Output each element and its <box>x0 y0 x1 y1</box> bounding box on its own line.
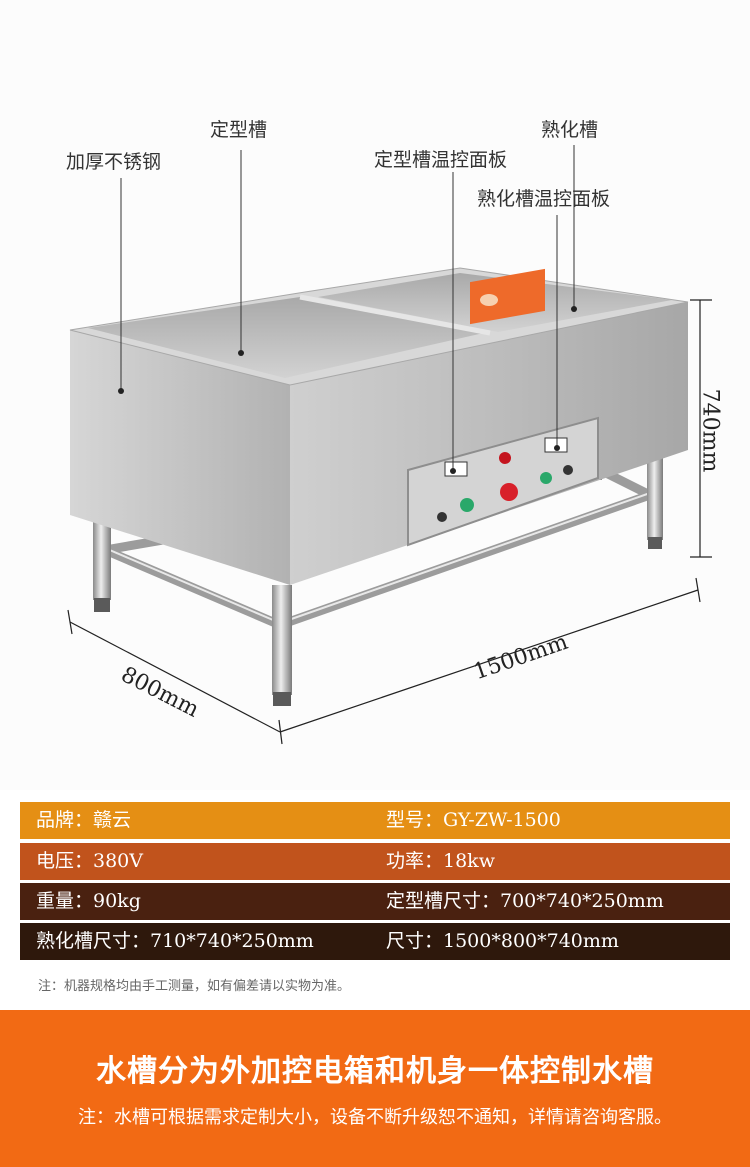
sink-front-side <box>70 330 290 585</box>
brand-logo-plate <box>470 268 545 325</box>
banner-note: 注：水槽可根据需求定制大小，设备不断升级恕不通知，详情请咨询客服。 <box>78 1107 672 1128</box>
power-indicator <box>499 452 511 464</box>
shaping-tank-opening <box>88 297 488 378</box>
label-curing-panel: 熟化槽温控面板 <box>477 188 611 210</box>
sink-right-side <box>290 302 688 585</box>
spec-row: 熟化槽尺寸：710*740*250mm 尺寸：1500*800*740mm <box>20 923 730 960</box>
sink-illustration <box>67 145 712 745</box>
shaping-panel-display <box>444 461 468 477</box>
spec-footnote: 注：机器规格均由手工测量，如有偏差请以实物为准。 <box>38 979 351 994</box>
spec-cell-left: 品牌：赣云 <box>36 809 132 831</box>
spec-cell-right: 型号：GY-ZW-1500 <box>386 809 561 831</box>
spec-row: 重量：90kg 定型槽尺寸：700*740*250mm <box>20 883 730 920</box>
product-image-area: 加厚不锈钢 定型槽 定型槽温控面板 熟化槽 熟化槽温控面板 740mm 1500… <box>66 119 723 745</box>
spec-cell-right: 功率：18kw <box>386 850 495 872</box>
label-shaping-tank: 定型槽 <box>210 119 268 141</box>
spec-row: 电压：380V 功率：18kw <box>20 843 730 880</box>
label-curing-tank: 熟化槽 <box>541 119 599 141</box>
emergency-stop-button <box>500 483 518 501</box>
shaping-panel-knob <box>437 512 447 522</box>
spec-table: 品牌：赣云 型号：GY-ZW-1500 电压：380V 功率：18kw 重量：9… <box>20 802 730 962</box>
spec-cell-left: 重量：90kg <box>36 890 141 912</box>
curing-panel-display <box>544 437 568 453</box>
spec-cell-right: 尺寸：1500*800*740mm <box>386 930 619 952</box>
pointer-lines <box>120 145 575 470</box>
bottom-banner <box>0 1010 750 1167</box>
spec-cell-right: 定型槽尺寸：700*740*250mm <box>386 890 664 912</box>
label-thick-steel: 加厚不锈钢 <box>66 151 162 173</box>
curing-panel-knob <box>563 465 573 475</box>
label-shaping-panel: 定型槽温控面板 <box>374 149 508 171</box>
dimension-height: 740mm <box>697 388 723 473</box>
spec-row: 品牌：赣云 型号：GY-ZW-1500 <box>20 802 730 839</box>
banner-title: 水槽分为外加控电箱和机身一体控制水槽 <box>96 1054 654 1089</box>
curing-panel-green-button <box>540 472 552 484</box>
dimension-lines <box>67 299 712 745</box>
spec-cell-left: 熟化槽尺寸：710*740*250mm <box>36 930 314 952</box>
shaping-panel-green-button <box>460 498 474 512</box>
spec-cell-left: 电压：380V <box>36 850 143 872</box>
